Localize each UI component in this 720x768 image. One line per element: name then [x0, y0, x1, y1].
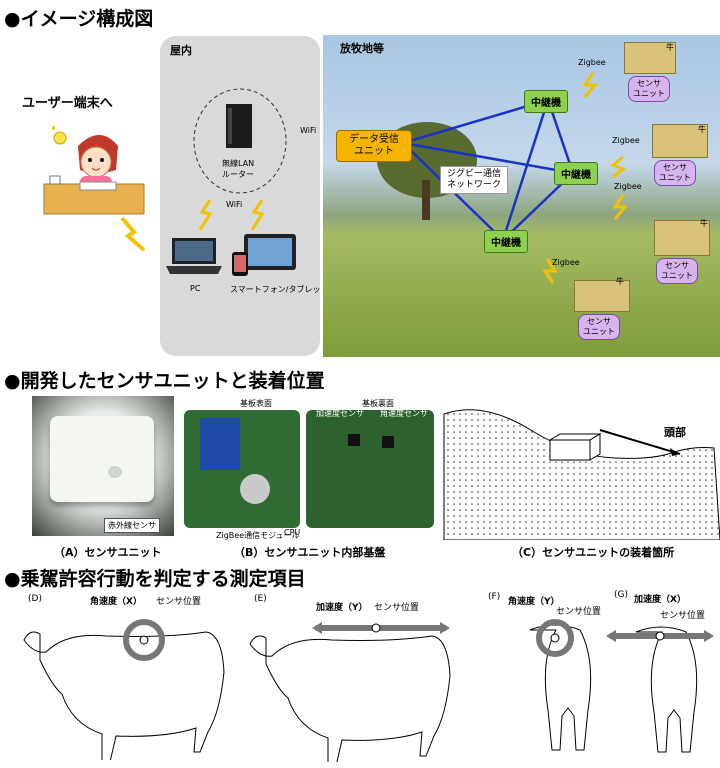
network-line1: ジグビー通信	[447, 169, 502, 179]
relay-node-top: 中継機	[524, 90, 568, 113]
indoor-label: 屋内	[170, 44, 192, 57]
pasture-label: 放牧地等	[340, 42, 384, 55]
cow-label-2: 牛	[698, 125, 706, 134]
user-terminal-label: ユーザー端末へ	[22, 96, 113, 111]
zigbee-label-3: Zigbee	[614, 182, 642, 191]
accel-sensor-label: 加速度センサ	[316, 409, 364, 418]
sensor-unit-photo	[32, 396, 174, 536]
board-back-photo	[306, 410, 434, 528]
f-tag: (F)	[488, 592, 501, 602]
battery	[240, 474, 270, 504]
zigbee-module	[200, 418, 240, 470]
sensor-line1: センサ	[665, 261, 689, 270]
zigbee-label-1: Zigbee	[578, 58, 606, 67]
infrared-sensor-label: 赤外線センサ	[104, 518, 160, 533]
sensor-line2: ユニット	[633, 89, 665, 98]
indoor-area	[160, 36, 320, 356]
zigbee-network-label: ジグビー通信 ネットワーク	[440, 166, 509, 194]
gyro-sensor-label: 角速度センサ	[380, 409, 428, 418]
zigbee-module-label: ZigBee通信モジュール	[216, 531, 300, 540]
d-position: センサ位置	[156, 597, 202, 607]
cow-rear-f	[529, 619, 592, 751]
chip-gyro	[382, 436, 394, 448]
g-measure: 加速度（X）	[634, 595, 686, 605]
wifi-label-outdoor: WiFi	[300, 126, 317, 135]
sensor-line1: センサ	[663, 163, 687, 172]
receiver-line1: データ受信	[349, 134, 399, 145]
sensor-box	[50, 416, 154, 502]
e-position: センサ位置	[374, 603, 420, 613]
tablet-icon	[232, 234, 296, 276]
section-title-configuration: ●イメージ構成図	[4, 8, 154, 30]
cow-photo-3	[654, 220, 710, 256]
sensor-line2: ユニット	[661, 271, 693, 280]
board-back-label: 基板裏面	[362, 399, 394, 408]
cow-side-d	[23, 619, 225, 760]
head-label: 頭部	[664, 426, 686, 439]
sensor-unit-2: センサ ユニット	[654, 160, 696, 186]
sensor-unit-3: センサ ユニット	[656, 258, 698, 284]
board-front-photo	[184, 410, 300, 528]
f-position: センサ位置	[556, 607, 602, 617]
pc-icon	[166, 238, 222, 274]
attachment-diagram	[443, 409, 720, 540]
relay-node-right: 中継機	[554, 162, 598, 185]
cow-rear-g	[606, 626, 714, 753]
cow-photo-2	[652, 124, 708, 158]
router-label-line2: ルーター	[222, 170, 254, 179]
section-title-measurement: ●乗駕許容行動を判定する測定項目	[4, 568, 306, 590]
router-zone	[193, 88, 287, 194]
cow-label-4: 牛	[616, 277, 624, 286]
relay-node-bottom: 中継機	[484, 230, 528, 253]
zigbee-label-2: Zigbee	[612, 136, 640, 145]
data-receiver-unit: データ受信 ユニット	[336, 130, 412, 162]
cpu-label: CPU	[284, 528, 301, 537]
g-position: センサ位置	[660, 611, 706, 621]
chip-accel	[348, 434, 360, 446]
f-measure: 角速度（Y）	[508, 597, 560, 607]
sensor-line1: センサ	[587, 317, 611, 326]
caption-c: （C）センサユニットの装着箇所	[512, 546, 675, 559]
caption-b: （B）センサユニット内部基盤	[234, 546, 386, 559]
phone-tablet-label: スマートフォン/タブレットPC	[230, 285, 339, 294]
g-tag: (G)	[614, 590, 628, 600]
cow-photo-1	[624, 42, 676, 74]
d-tag: (D)	[28, 594, 42, 604]
cow-label-1: 牛	[666, 43, 674, 52]
e-measure: 加速度（Y）	[316, 603, 368, 613]
wifi-label-indoor: WiFi	[226, 200, 243, 209]
wifi-bolts-indoor	[198, 199, 265, 231]
sensor-unit-1: センサ ユニット	[628, 76, 670, 102]
network-line2: ネットワーク	[447, 180, 502, 190]
e-tag: (E)	[254, 594, 267, 604]
sensor-line1: センサ	[637, 79, 661, 88]
section-title-sensor-unit: ●開発したセンサユニットと装着位置	[4, 370, 325, 392]
router-label-line1: 無線LAN	[222, 159, 255, 168]
infrared-window	[108, 466, 122, 478]
cow-photo-4	[574, 280, 630, 312]
cow-side-e	[249, 622, 451, 762]
sensor-line2: ユニット	[659, 173, 691, 182]
user-illustration	[43, 126, 146, 252]
sensor-unit-4: センサ ユニット	[578, 314, 620, 340]
d-measure: 角速度（X）	[90, 597, 142, 607]
zigbee-label-4: Zigbee	[552, 258, 580, 267]
receiver-line2: ユニット	[354, 146, 394, 157]
board-front-label: 基板表面	[240, 399, 272, 408]
caption-a: （A）センサユニット	[54, 546, 162, 559]
sensor-line2: ユニット	[583, 327, 615, 336]
cow-label-3: 牛	[700, 219, 708, 228]
pc-label: PC	[190, 284, 201, 293]
